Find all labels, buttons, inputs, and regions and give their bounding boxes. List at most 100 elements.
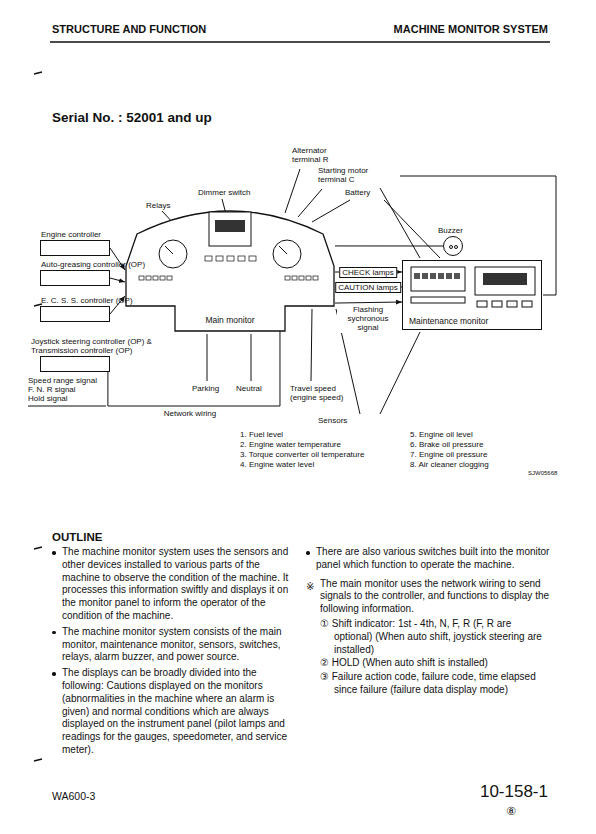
controller-box: Engine controller: [40, 240, 110, 256]
pilot-lamp: [313, 276, 318, 280]
body-text: There are also various switches built in…: [306, 546, 550, 572]
sensor-wire: [380, 332, 420, 414]
signal-label: F. N. R signal: [28, 385, 76, 394]
caution-lamp: [438, 273, 444, 279]
signal-label: Neutral: [236, 384, 262, 393]
node-heading: Buzzer: [438, 226, 463, 235]
neutral-leader: [251, 334, 252, 381]
body-text: The machine monitor system uses the sens…: [52, 546, 292, 623]
caution-lamp: [422, 273, 428, 279]
power-wire: [380, 188, 420, 258]
pilot-lamp: [227, 256, 234, 261]
pilot-lamp: [139, 276, 144, 280]
caution-lamp: [454, 273, 460, 279]
parking-leader: [207, 334, 208, 381]
pilot-lamp: [306, 276, 311, 280]
node-heading: Joystick steering controller (OP) & Tran…: [31, 337, 181, 355]
header-text: MACHINE MONITOR SYSTEM: [394, 23, 548, 36]
node-heading: Auto-greasing controller (OP): [41, 260, 145, 269]
display-digits: [483, 273, 527, 285]
main-monitor: Main monitor: [125, 196, 335, 331]
caution-lamp: [414, 273, 420, 279]
node-label: Main monitor: [175, 316, 285, 325]
signal-label: Travel speed (engine speed): [290, 384, 346, 402]
pilot-lamp: [160, 276, 165, 280]
part-label: Starting motor terminal C: [318, 166, 388, 184]
body-text: The machine monitor system consists of t…: [52, 626, 292, 664]
sensor-item: 1. Fuel level: [240, 430, 283, 439]
lamp-panel: [411, 267, 465, 291]
gauge-needle: [165, 246, 173, 254]
header-text: STRUCTURE AND FUNCTION: [52, 23, 206, 36]
part-label: Battery: [345, 188, 370, 197]
pilot-lamp: [216, 256, 223, 261]
margin-tick: [34, 759, 42, 761]
list-item: ① Shift indicator: 1st - 4th, N, F, R (F…: [334, 618, 550, 656]
connector-label: Flashing sychronous signal: [337, 305, 399, 333]
pilot-lamp: [146, 276, 151, 280]
sensor-item: 5. Engine oil level: [410, 430, 473, 439]
sensor-item: 3. Torque converter oil temperature: [240, 450, 364, 459]
alternator-wire: [285, 169, 300, 213]
connector: [335, 302, 402, 303]
serial-heading: Serial No. : 52001 and up: [52, 110, 212, 126]
drawing-number: SJW05668: [528, 470, 557, 477]
part-label: Relays: [146, 201, 170, 210]
maintenance-monitor: Maintenance monitor: [402, 260, 542, 330]
display: [475, 267, 535, 295]
controller-box: E. C. S. S. controller (OP): [40, 306, 110, 322]
leader-lines: [28, 42, 556, 761]
node-label: Maintenance monitor: [409, 317, 488, 326]
buzzer-hole: [455, 246, 458, 249]
battery-wire: [312, 200, 350, 222]
controller-box: Joystick steering controller (OP) & Tran…: [40, 356, 110, 372]
buzzer-drawing: [444, 237, 462, 255]
display: [209, 212, 251, 246]
pilot-lamp: [153, 276, 158, 280]
gauge: [159, 240, 187, 268]
switch-key: [477, 301, 487, 307]
part-label: Alternator terminal R: [292, 146, 354, 164]
connector: [110, 278, 125, 282]
gauge: [273, 240, 301, 268]
signal-label: Speed range signal: [28, 376, 97, 385]
part-label: Sensors: [318, 416, 347, 425]
connector-label: CHECK lamps: [339, 267, 397, 278]
power-wire: [384, 200, 440, 258]
buzzer-hole: [450, 246, 453, 249]
body-text: The displays can be broadly divided into…: [52, 667, 292, 757]
sensor-item: 8. Air cleaner clogging: [410, 460, 489, 469]
sensor-item: 7. Engine oil pressure: [410, 450, 487, 459]
caution-lamp: [430, 273, 436, 279]
signal-label: Hold signal: [28, 394, 68, 403]
signal-label: Parking: [192, 384, 219, 393]
panel-drawing: [125, 196, 335, 331]
connector: [335, 245, 443, 246]
text-column: There are also various switches built in…: [306, 546, 550, 698]
node-heading: E. C. S. S. controller (OP): [41, 296, 133, 305]
starter-wire: [298, 189, 322, 217]
margin-tick: [34, 72, 42, 74]
body-text: The main monitor uses the network wiring…: [320, 578, 550, 616]
controller-box: Auto-greasing controller (OP): [40, 270, 110, 286]
signal-wire: [28, 406, 106, 407]
lamp-row: [411, 297, 465, 303]
sensor-item: 6. Brake oil pressure: [410, 440, 483, 449]
note-mark: ※: [306, 581, 320, 594]
list-item: ② HOLD (When auto shift is installed): [334, 657, 550, 670]
connector-label: CAUTION lamps: [335, 282, 401, 293]
node-heading: Engine controller: [41, 230, 101, 239]
pilot-lamp: [292, 276, 297, 280]
gauge-needle: [279, 246, 287, 254]
margin-tick: [34, 547, 42, 549]
pilot-lamp: [299, 276, 304, 280]
travel-leader: [311, 309, 312, 381]
header-rule: [50, 41, 550, 43]
list-item: ③ Failure action code, failure code, tim…: [334, 671, 550, 697]
section-heading: OUTLINE: [52, 531, 102, 544]
switch-key: [492, 301, 502, 307]
switch-key: [522, 301, 532, 307]
display-digits: [215, 220, 245, 232]
panel-outline: [126, 211, 334, 331]
